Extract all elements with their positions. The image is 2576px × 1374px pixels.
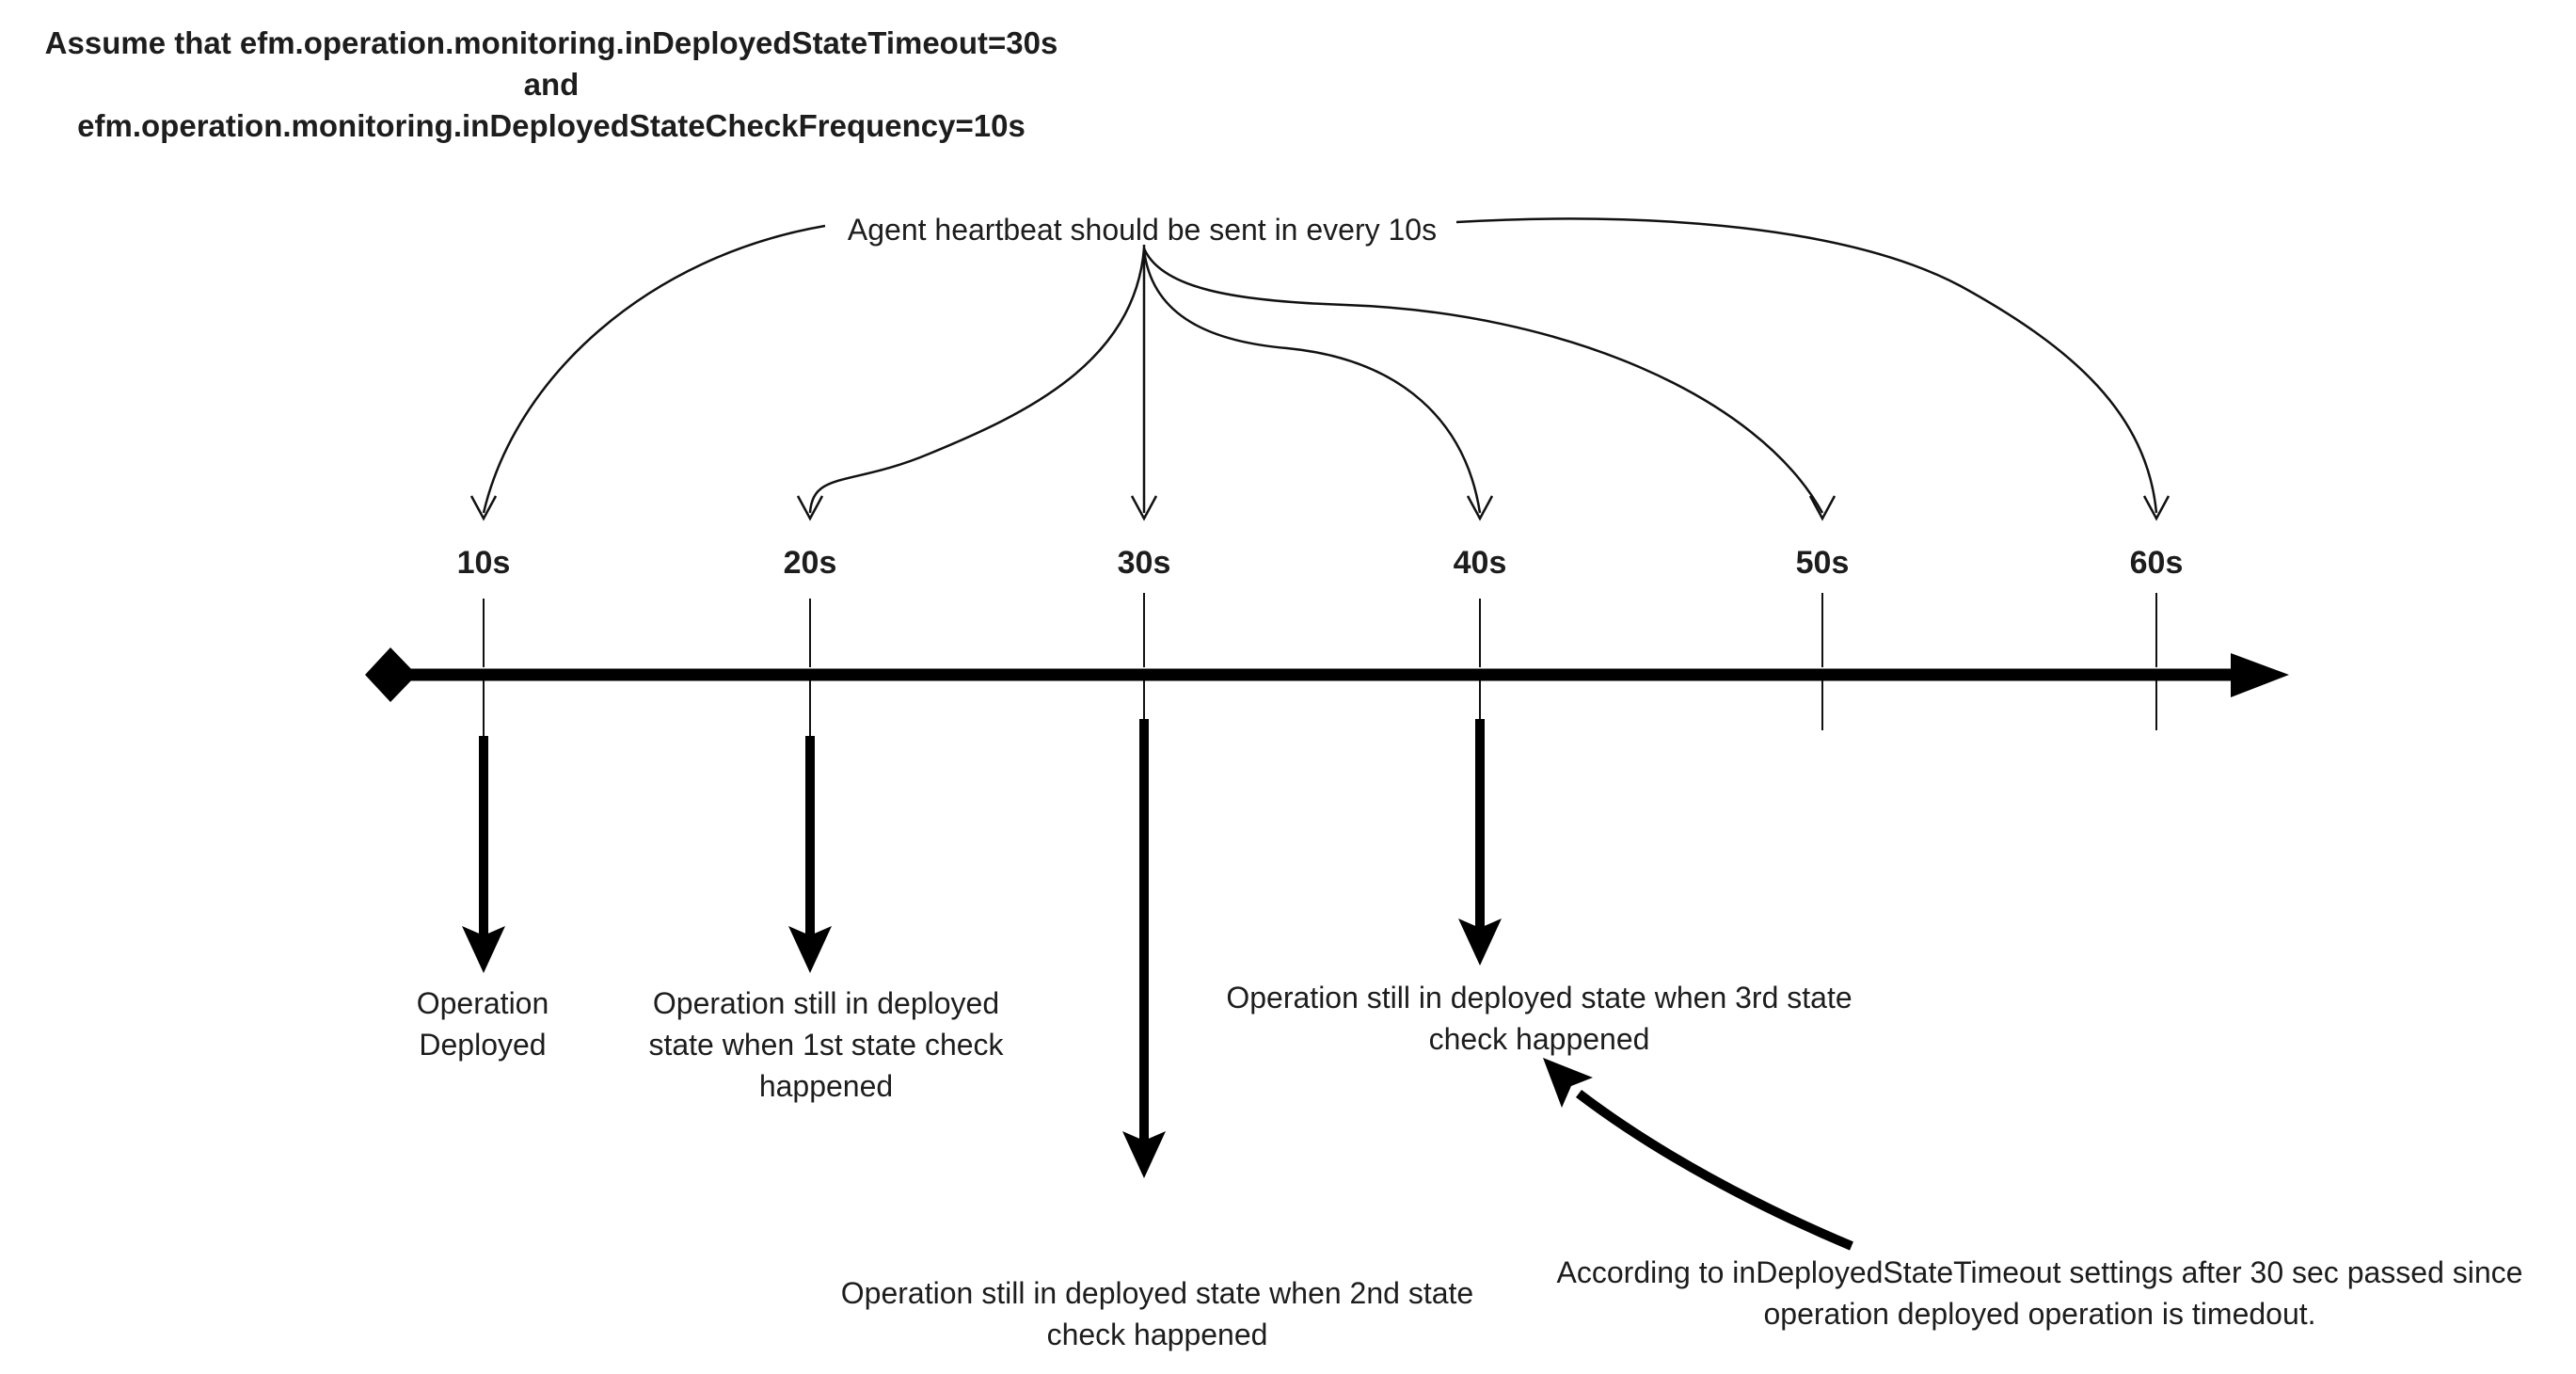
tick-lines (483, 593, 2157, 736)
tick-label-50s: 50s (1795, 545, 1850, 581)
event-line: Operation still in deployed state when 2… (840, 1276, 1474, 1310)
chevron-down-icon (1466, 495, 1494, 521)
chevron-down-icon (1808, 495, 1837, 521)
heartbeat-note: Agent heartbeat should be sent in every … (847, 213, 1438, 247)
curve-to-20s (808, 248, 1146, 514)
timeout-note-line: According to inDeployedStateTimeout sett… (1556, 1255, 2523, 1289)
assumption-line-3: efm.operation.monitoring.inDeployedState… (77, 108, 1026, 143)
assumptions-block: Assume that efm.operation.monitoring.inD… (34, 23, 1069, 147)
diamond-icon (365, 647, 417, 702)
arrow-down-icon (1122, 719, 1166, 1178)
tick-label-30s: 30s (1117, 545, 1171, 581)
curve-to-40s (1142, 249, 1482, 514)
heartbeat-curves (469, 217, 2171, 521)
tick-label-60s: 60s (2129, 545, 2184, 581)
curve-to-60s (1455, 217, 2158, 514)
arrow-right-icon (2231, 653, 2289, 697)
assumption-line-1: Assume that efm.operation.monitoring.inD… (44, 25, 1058, 60)
arrow-up-left-icon (1543, 1058, 1853, 1251)
event-line: Operation still in deployed state when 3… (1226, 981, 1852, 1015)
timeout-note-line: operation deployed operation is timedout… (1763, 1297, 2316, 1331)
arrow-down-icon (462, 736, 505, 973)
arrow-down-icon (1458, 719, 1502, 966)
event-arrows (462, 719, 1502, 1178)
assumption-line-2: and (523, 67, 580, 102)
chevron-down-icon (1130, 495, 1158, 521)
event-line: Operation (416, 986, 549, 1020)
event-line: Deployed (419, 1028, 547, 1062)
event-line: happened (758, 1069, 894, 1103)
tick-label-40s: 40s (1453, 545, 1507, 581)
event-label-operation-deployed: Operation Deployed (351, 983, 614, 1065)
event-line: check happened (1428, 1022, 1650, 1056)
event-line: check happened (1046, 1318, 1268, 1351)
event-label-3rd-state-check: Operation still in deployed state when 3… (1172, 977, 1906, 1060)
event-label-1st-state-check: Operation still in deployed state when 1… (619, 983, 1033, 1107)
event-label-2nd-state-check: Operation still in deployed state when 2… (790, 1272, 1524, 1355)
curve-to-50s (1142, 248, 1824, 514)
timeout-note: According to inDeployedStateTimeout sett… (1513, 1252, 2567, 1334)
timeline-axis (365, 647, 2289, 702)
curve-to-10s (482, 224, 826, 514)
chevron-down-icon (469, 495, 498, 521)
tick-label-20s: 20s (783, 545, 837, 581)
tick-label-10s: 10s (456, 545, 511, 581)
arrow-down-icon (788, 736, 832, 973)
event-line: state when 1st state check (648, 1028, 1004, 1062)
chevron-down-icon (796, 495, 824, 521)
event-line: Operation still in deployed (652, 986, 1000, 1020)
chevron-down-icon (2142, 495, 2171, 521)
